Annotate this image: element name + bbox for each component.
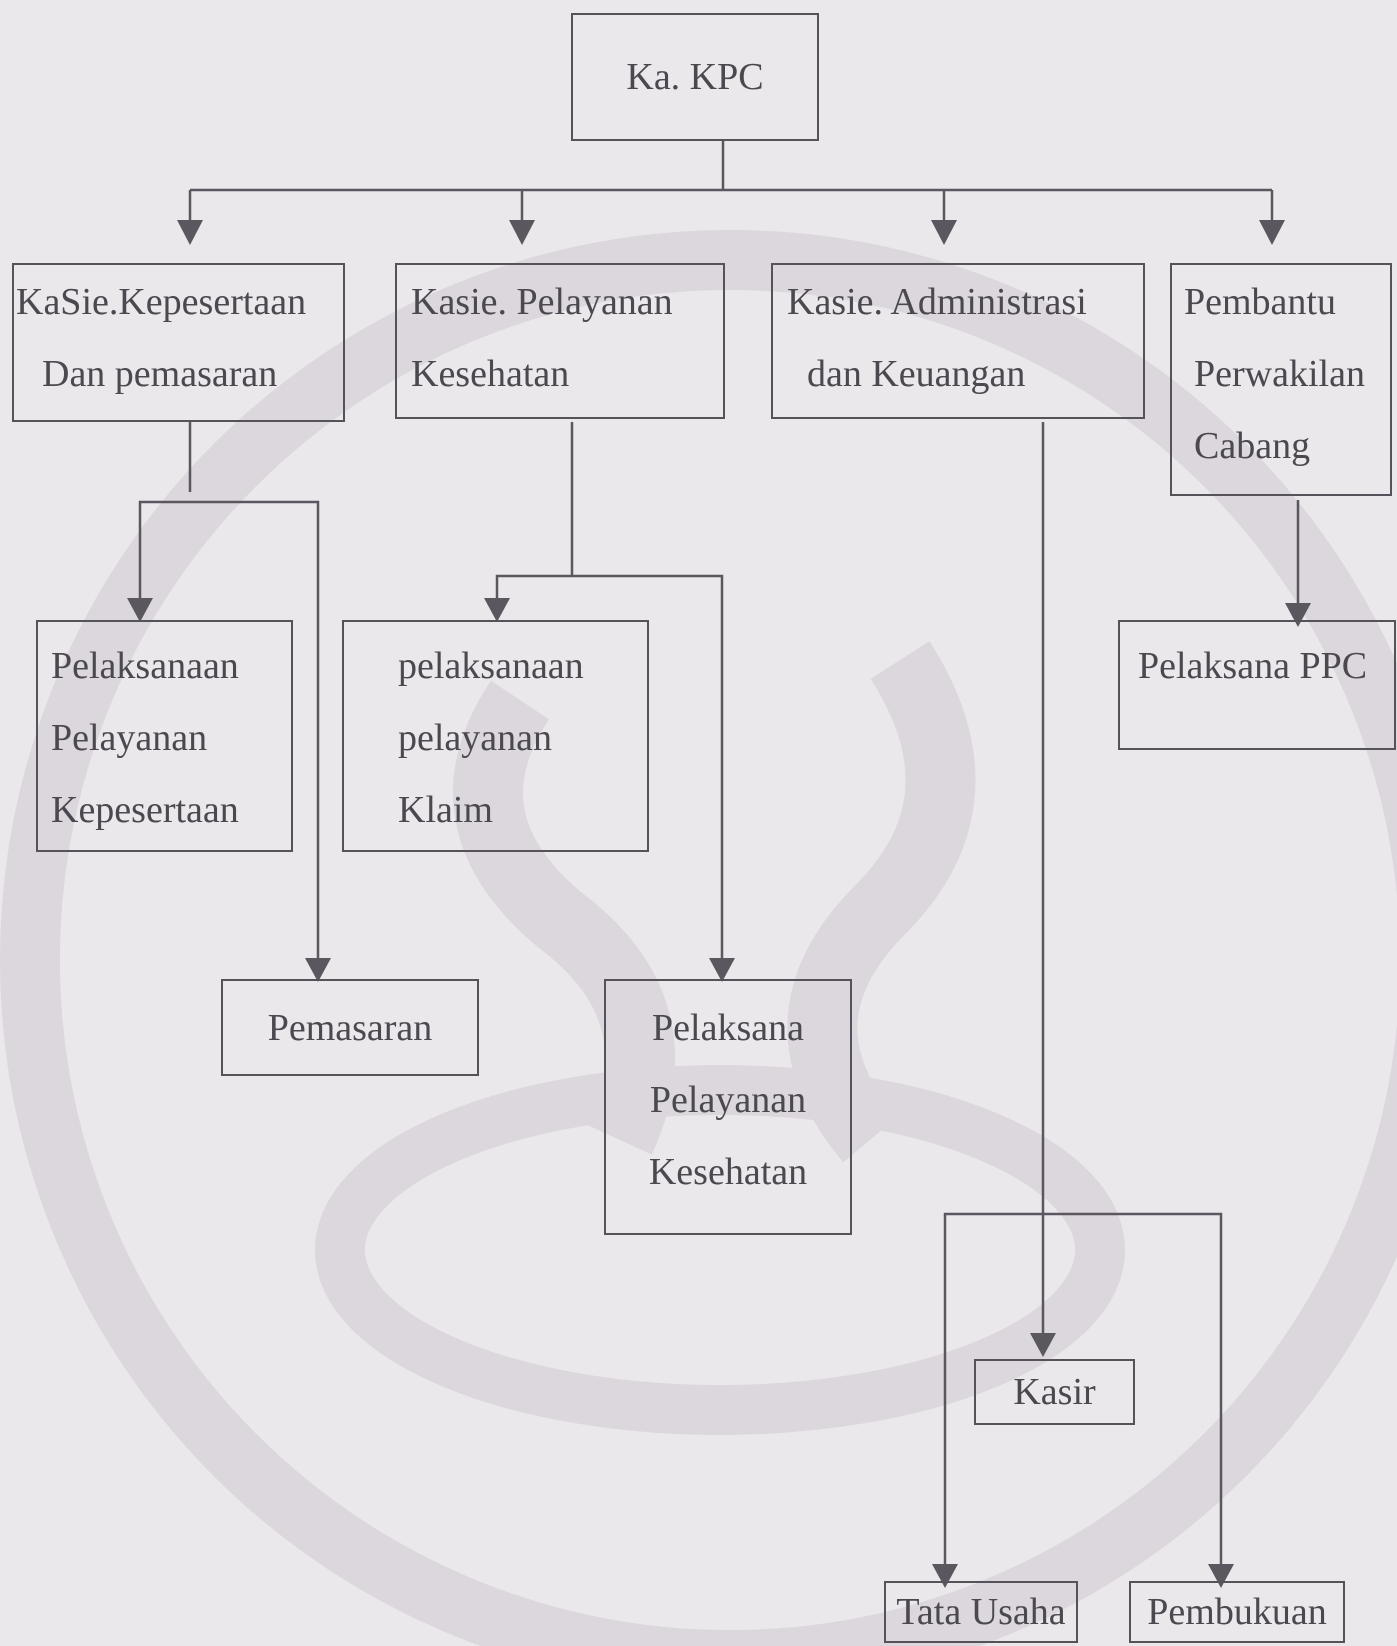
kasie-kepesertaan-box: KaSie.Kepesertaan Dan pemasaran (12, 263, 345, 422)
unit-klaim-line-1: pelaksanaan (398, 645, 584, 687)
tata-usaha-label: Tata Usaha (896, 1591, 1066, 1633)
kasie-pelayanan-line-1: Kasie. Pelayanan (411, 281, 673, 323)
ka-kpc-label: Ka. KPC (626, 56, 764, 98)
pemasaran-box: Pemasaran (221, 979, 479, 1076)
unit-klaim-line-3: Klaim (398, 789, 493, 831)
unit-kesehatan-line-2: Pelayanan (649, 1079, 807, 1121)
pembukuan-box: Pembukuan (1129, 1581, 1345, 1643)
pelaksana-pelayanan-kesehatan-box: Pelaksana Pelayanan Kesehatan (604, 979, 852, 1235)
kasie-pelayanan-line-2: Kesehatan (411, 353, 570, 395)
pelaksanaan-pelayanan-klaim-box: pelaksanaan pelayanan Klaim (342, 620, 649, 852)
pembukuan-label: Pembukuan (1147, 1591, 1327, 1633)
pelaksanaan-pelayanan-kepesertaan-box: Pelaksanaan Pelayanan Kepesertaan (36, 620, 293, 852)
kasie-administrasi-line-2: dan Keuangan (807, 353, 1026, 395)
pelaksana-ppc-box: Pelaksana PPC (1118, 620, 1396, 750)
kasir-label: Kasir (1013, 1371, 1096, 1413)
unit-kepesertaan-line-1: Pelaksanaan (51, 645, 239, 687)
kasie-administrasi-line-1: Kasie. Administrasi (787, 281, 1087, 323)
pemasaran-label: Pemasaran (267, 1007, 433, 1049)
unit-kepesertaan-line-3: Kepesertaan (51, 789, 239, 831)
unit-kepesertaan-line-2: Pelayanan (51, 717, 208, 759)
kasir-box: Kasir (974, 1359, 1135, 1425)
kasie-pelayanan-box: Kasie. Pelayanan Kesehatan (395, 263, 725, 419)
tata-usaha-box: Tata Usaha (884, 1581, 1078, 1643)
unit-klaim-line-2: pelayanan (398, 717, 553, 759)
pelaksana-ppc-label: Pelaksana PPC (1138, 645, 1368, 687)
pembantu-line-3: Cabang (1194, 425, 1311, 467)
unit-kesehatan-line-3: Kesehatan (648, 1151, 808, 1193)
unit-kesehatan-line-1: Pelaksana (652, 1007, 804, 1049)
pembantu-line-1: Pembantu (1184, 281, 1336, 323)
kasie-kepesertaan-line-1: KaSie.Kepesertaan (16, 281, 307, 323)
kasie-kepesertaan-line-2: Dan pemasaran (42, 353, 278, 395)
pembantu-line-2: Perwakilan (1194, 353, 1365, 395)
pembantu-perwakilan-box: Pembantu Perwakilan Cabang (1170, 263, 1392, 496)
ka-kpc-box: Ka. KPC (571, 13, 819, 141)
kasie-administrasi-box: Kasie. Administrasi dan Keuangan (771, 263, 1145, 419)
